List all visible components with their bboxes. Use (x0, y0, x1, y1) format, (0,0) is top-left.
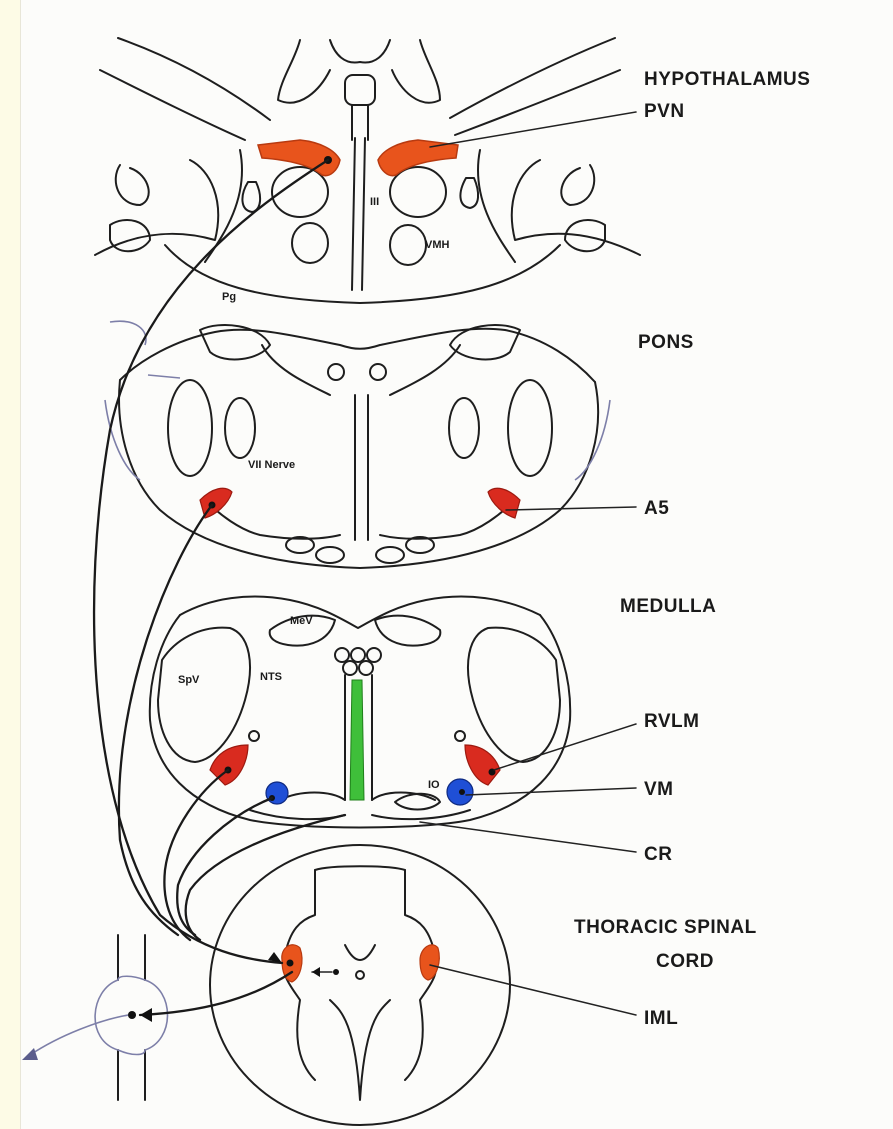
leader-lines (420, 112, 636, 1015)
io-label: IO (428, 779, 440, 791)
nts-label: NTS (260, 671, 282, 683)
pvn-label: PVN (644, 101, 685, 122)
a5-label: A5 (644, 498, 669, 519)
pg-label: Pg (222, 291, 236, 303)
pvn-nucleus-right (378, 140, 458, 176)
rvlm-nucleus-right (465, 745, 500, 785)
iml-label: IML (644, 1008, 678, 1029)
vm-label: VM (644, 779, 674, 800)
spv-label: SpV (178, 674, 200, 686)
a5-nucleus-right (488, 488, 520, 518)
cr-label: CR (644, 844, 672, 865)
pons-label: PONS (638, 332, 694, 353)
vmh-label: VMH (425, 239, 450, 251)
vm-nucleus-left (266, 782, 288, 804)
iii-label: III (370, 196, 379, 208)
spinal-cord-label-line1: THORACIC SPINAL (574, 917, 757, 938)
pons-section: Pg VII Nerve (105, 291, 610, 568)
medulla-label: MEDULLA (620, 596, 716, 617)
hypothalamus-section: III VMH (95, 38, 640, 303)
iml-nucleus-right (420, 945, 439, 980)
spinal-cord-section (210, 845, 510, 1125)
projection-pathways (94, 160, 345, 1022)
hypothalamus-label: HYPOTHALAMUS (644, 69, 810, 90)
vii-nerve-label: VII Nerve (248, 459, 295, 471)
rvlm-label: RVLM (644, 711, 699, 732)
spinal-cord-label-line2: CORD (656, 951, 714, 972)
mev-label: MeV (290, 615, 313, 627)
